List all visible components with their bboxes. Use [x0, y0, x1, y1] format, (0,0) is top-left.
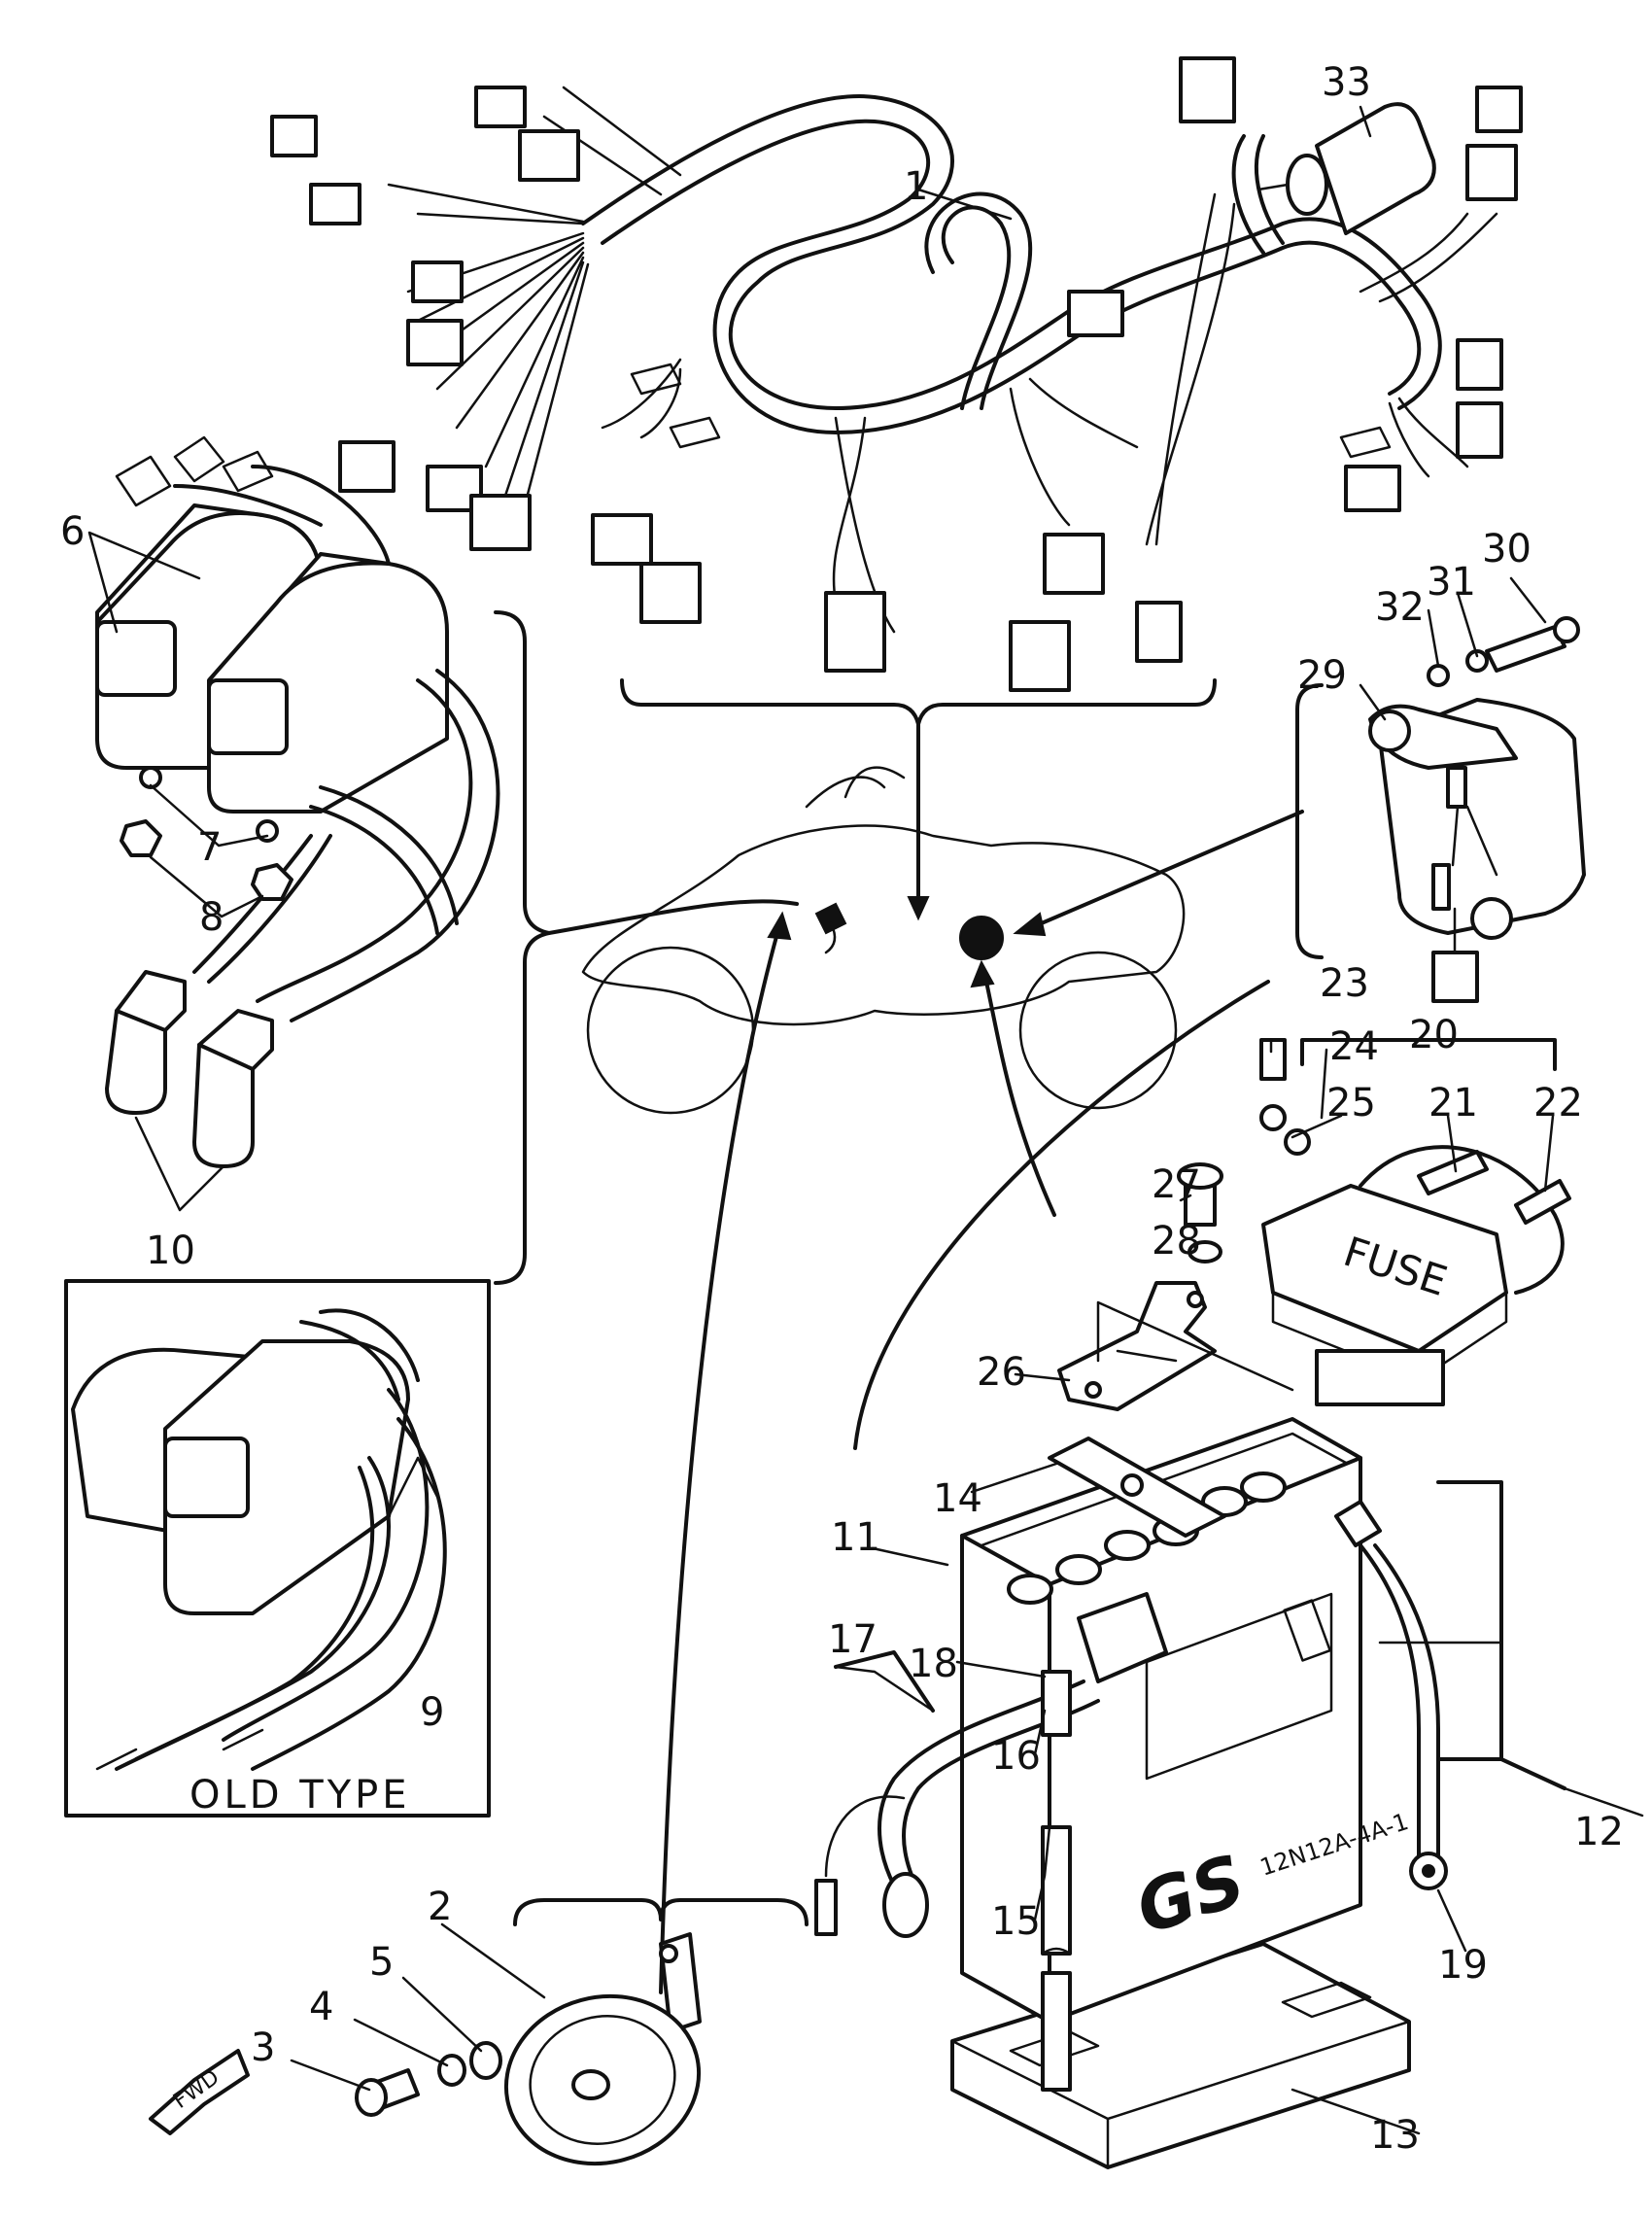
harness-connector: [1465, 144, 1518, 201]
callout-19: 19: [1438, 1943, 1488, 1988]
fuse-bracket: [1057, 1162, 1294, 1411]
arrow-to-horn: [659, 931, 779, 1994]
bracket-17: [834, 1650, 935, 1713]
fuse-arc: [853, 980, 1270, 1450]
callout-21: 21: [1428, 1081, 1478, 1125]
callout-31: 31: [1427, 560, 1476, 605]
motorcycle-locator: [581, 766, 1186, 1115]
harness-connector: [1067, 290, 1124, 337]
callout-20: 20: [1409, 1013, 1459, 1057]
callout-11: 11: [831, 1515, 880, 1560]
callout-9: 9: [420, 1690, 444, 1735]
callout-23: 23: [1320, 961, 1369, 1006]
callout-2: 2: [428, 1885, 452, 1929]
callout-10: 10: [146, 1229, 195, 1273]
callout-15: 15: [991, 1899, 1041, 1944]
callout-4: 4: [309, 1985, 333, 2029]
harness-connector: [338, 440, 396, 493]
harness-connector: [1135, 601, 1183, 663]
callout-25: 25: [1326, 1081, 1376, 1125]
battery: GS 12N12A-4A-1: [814, 1417, 1448, 2169]
harness-connector: [1043, 533, 1105, 595]
callout-32: 32: [1375, 585, 1425, 630]
harness-connector: [411, 260, 464, 303]
harness-connector: [639, 562, 702, 624]
condenser: [1256, 102, 1436, 235]
callout-30: 30: [1482, 527, 1532, 571]
callout-numbers: 1 2 3 4 5 6 7 8 9 10 11 12 13 14 15 16 1…: [60, 60, 1624, 2158]
callout-5: 5: [369, 1940, 394, 1985]
cdi-unit: [1295, 616, 1586, 1003]
callout-12: 12: [1574, 1810, 1624, 1854]
harness-connector: [1344, 465, 1401, 512]
harness-connector: [1475, 86, 1523, 133]
callout-1: 1: [904, 164, 928, 209]
callout-24: 24: [1329, 1024, 1379, 1069]
callout-17: 17: [828, 1617, 878, 1662]
callout-6: 6: [60, 509, 85, 554]
arrowhead: [970, 959, 995, 988]
harness-connector: [1456, 338, 1503, 391]
arrowhead: [1013, 912, 1047, 937]
old-type-label: OLD TYPE: [189, 1773, 411, 1818]
harness-connector: [474, 86, 527, 128]
harness-connector: [1009, 620, 1071, 692]
harness-connector: [406, 319, 464, 366]
callout-28: 28: [1152, 1219, 1201, 1264]
callout-29: 29: [1297, 653, 1347, 698]
harness-connector: [824, 591, 886, 673]
wire-harness: [270, 56, 1523, 692]
callout-16: 16: [991, 1734, 1041, 1779]
horn: [355, 1898, 809, 2166]
callout-33: 33: [1322, 60, 1371, 105]
coil-bracket: [494, 610, 551, 1285]
ignition-coils: [95, 435, 500, 1168]
arrow-to-fuse: [984, 980, 1056, 1217]
harness-connector: [270, 115, 318, 157]
arrowhead: [767, 911, 792, 941]
harness-connector: [309, 183, 361, 225]
arrow-to-cdi: [1028, 810, 1304, 930]
callout-8: 8: [199, 895, 224, 940]
callout-27: 27: [1152, 1162, 1201, 1207]
harness-connector: [1179, 56, 1236, 123]
callout-26: 26: [977, 1350, 1026, 1395]
forward-arrow: FWD: [149, 2049, 250, 2135]
fuse-box: FUSE: [1259, 1038, 1571, 1406]
harness-connector: [1456, 401, 1503, 459]
callout-22: 22: [1533, 1081, 1583, 1125]
harness-connector: [591, 513, 653, 566]
callout-13: 13: [1370, 2113, 1420, 2158]
callout-14: 14: [933, 1476, 982, 1521]
leader-lines: [87, 105, 1644, 2135]
harness-connector: [426, 465, 483, 512]
old-type-inset: OLD TYPE: [64, 1279, 491, 1818]
coil-leader: [547, 899, 799, 935]
harness-connector: [469, 494, 532, 551]
callout-3: 3: [251, 2026, 275, 2070]
callout-7: 7: [197, 825, 222, 870]
callout-18: 18: [909, 1642, 958, 1686]
harness-bracket: [620, 678, 1217, 921]
harness-connector: [518, 129, 580, 182]
lead-bracket: [1436, 1480, 1566, 1790]
